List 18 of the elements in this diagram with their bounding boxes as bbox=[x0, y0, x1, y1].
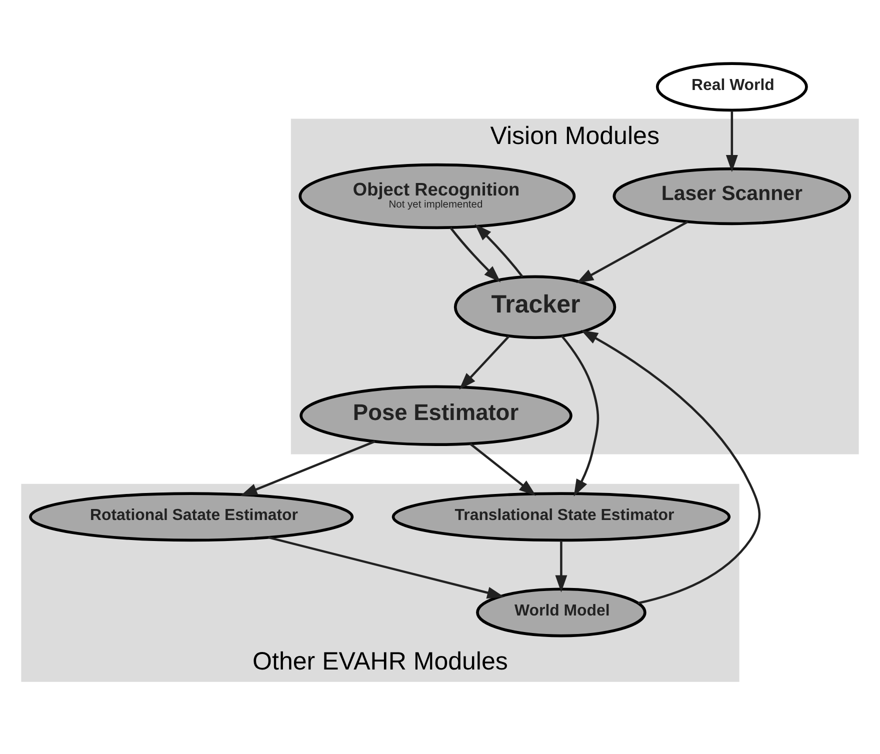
node-ellipse: Rotational Satate Estimator bbox=[29, 492, 354, 542]
node-ellipse: Object Recognition Not yet implemented bbox=[298, 163, 576, 230]
arrow bbox=[474, 224, 524, 278]
node-ellipse: Real World bbox=[656, 62, 808, 112]
arrow bbox=[726, 110, 738, 172]
node-ellipse: Laser Scanner bbox=[612, 167, 852, 226]
arrow bbox=[470, 442, 536, 496]
node-ellipse: Tracker bbox=[454, 275, 616, 339]
node-ellipse: Pose Estimator bbox=[300, 385, 572, 446]
node-ellipse: Translational State Estimator bbox=[392, 492, 731, 542]
arrow bbox=[576, 220, 688, 284]
arrow bbox=[240, 440, 376, 496]
arrow bbox=[268, 536, 504, 599]
arrow bbox=[450, 226, 501, 282]
arrow bbox=[555, 540, 568, 592]
arrow bbox=[560, 335, 600, 496]
arrow bbox=[580, 330, 761, 604]
arrow bbox=[459, 335, 510, 390]
